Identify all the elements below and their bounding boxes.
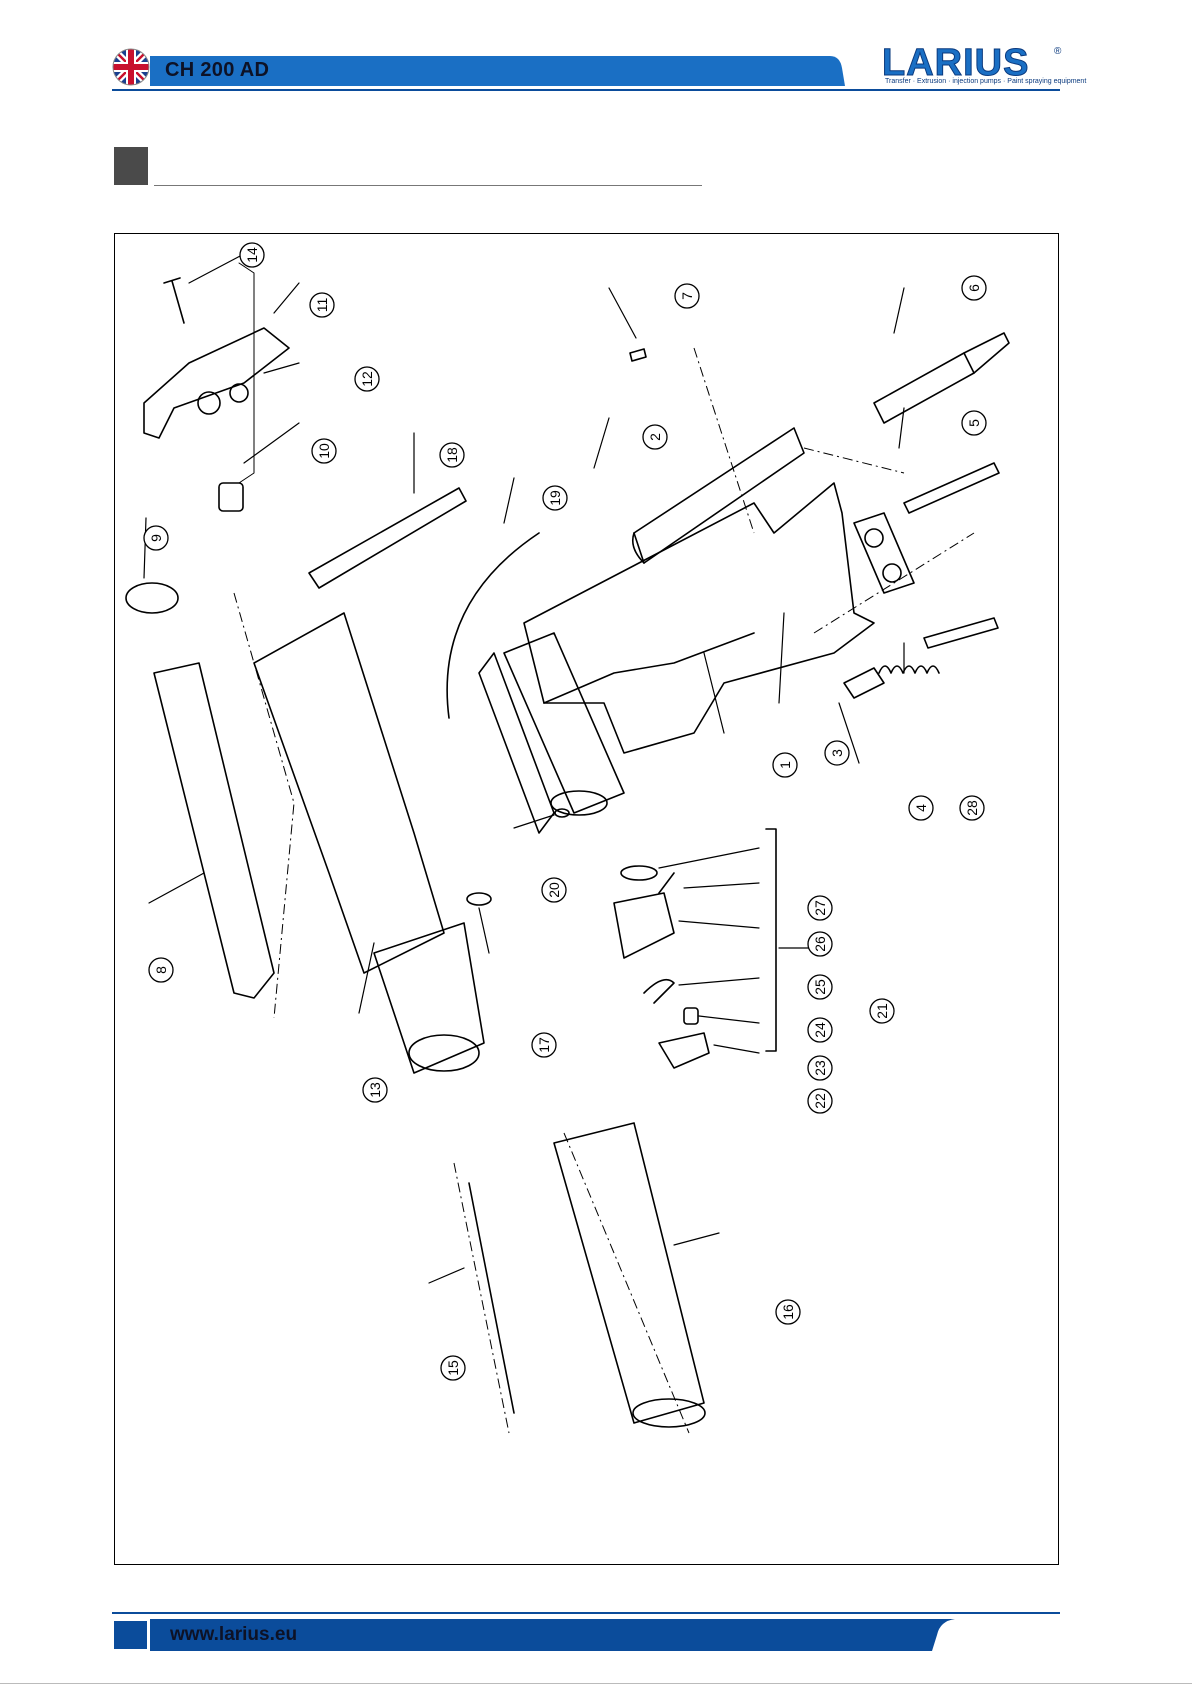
callout-number: 17	[536, 1037, 552, 1053]
part-27	[621, 866, 657, 880]
callout-number: 1	[777, 761, 793, 769]
part-oring-17	[467, 893, 491, 905]
callout-6: 6	[962, 276, 986, 300]
bracket-21	[766, 829, 776, 1051]
callout-11: 11	[310, 293, 334, 317]
part-cap	[126, 583, 178, 613]
part-tube-18	[309, 488, 466, 588]
callout-labels: 1234567891011121314151617181920212223242…	[144, 243, 986, 1380]
callout-number: 8	[153, 966, 169, 974]
registered-mark: ®	[1054, 46, 1062, 57]
callout-2: 2	[643, 425, 667, 449]
callout-number: 4	[913, 804, 929, 812]
callout-27: 27	[808, 896, 832, 920]
part-rod	[924, 618, 998, 648]
part-screw-7	[630, 349, 646, 361]
callout-number: 12	[359, 371, 375, 387]
section-marker	[114, 147, 148, 185]
part-needle-holder	[874, 353, 974, 423]
callout-15: 15	[441, 1356, 465, 1380]
callout-9: 9	[144, 526, 168, 550]
footer-website-link[interactable]: www.larius.eu	[170, 1624, 297, 1646]
callout-13: 13	[363, 1078, 387, 1102]
callout-23: 23	[808, 1056, 832, 1080]
callout-number: 5	[966, 419, 982, 427]
callout-25: 25	[808, 975, 832, 999]
callout-number: 7	[679, 292, 695, 300]
callout-number: 15	[445, 1360, 461, 1376]
callout-8: 8	[149, 958, 173, 982]
callout-number: 19	[547, 490, 563, 506]
callout-number: 28	[964, 800, 980, 816]
part-22	[659, 1033, 709, 1068]
part-26	[659, 873, 674, 893]
callout-18: 18	[440, 443, 464, 467]
callout-10: 10	[312, 439, 336, 463]
part-needle-15	[469, 1183, 514, 1413]
logo-tagline: Transfer · Extrusion · injection pumps ·…	[885, 78, 1086, 85]
part-connector	[844, 668, 884, 698]
callout-number: 6	[966, 284, 982, 292]
callout-number: 18	[444, 447, 460, 463]
part-cascade	[154, 663, 274, 998]
footer-rule	[112, 1612, 1060, 1614]
callout-17: 17	[532, 1033, 556, 1057]
callout-22: 22	[808, 1089, 832, 1113]
callout-26: 26	[808, 932, 832, 956]
part-24	[644, 980, 674, 1003]
part-nozzle-cover	[554, 1123, 704, 1423]
callout-number: 27	[812, 900, 828, 916]
footer-page-marker	[114, 1621, 147, 1649]
callout-number: 16	[780, 1304, 796, 1320]
part-25	[614, 893, 674, 958]
callout-24: 24	[808, 1018, 832, 1042]
part-bush	[219, 483, 243, 511]
exploded-view-drawing: 1234567891011121314151617181920212223242…	[114, 233, 1059, 1565]
part-screw-14	[164, 278, 184, 323]
callout-number: 11	[314, 298, 330, 313]
callout-number: 13	[367, 1082, 383, 1098]
callout-number: 20	[546, 882, 562, 898]
part-23	[684, 1008, 698, 1024]
uk-flag-icon	[112, 48, 150, 86]
callout-number: 10	[316, 443, 332, 459]
page-bottom-rule	[0, 1683, 1192, 1684]
part-gun-body	[524, 483, 874, 753]
document-model-title: CH 200 AD	[165, 59, 269, 82]
callout-14: 14	[240, 243, 264, 267]
callout-number: 23	[812, 1060, 828, 1076]
callout-20: 20	[542, 878, 566, 902]
callout-19: 19	[543, 486, 567, 510]
part-front-barrel	[254, 613, 444, 973]
callout-28: 28	[960, 796, 984, 820]
callout-21: 21	[870, 999, 894, 1023]
callout-number: 25	[812, 979, 828, 995]
callout-number: 9	[148, 534, 164, 542]
callout-4: 4	[909, 796, 933, 820]
part-plate	[854, 513, 914, 593]
callout-5: 5	[962, 411, 986, 435]
part-spring	[879, 666, 939, 673]
callout-7: 7	[675, 284, 699, 308]
callout-12: 12	[355, 367, 379, 391]
callout-1: 1	[773, 753, 797, 777]
callout-number: 2	[647, 433, 663, 441]
part-pin	[904, 463, 999, 513]
callout-16: 16	[776, 1300, 800, 1324]
callout-number: 14	[244, 247, 260, 263]
callout-number: 21	[874, 1003, 890, 1019]
section-title-underline	[154, 185, 702, 186]
part-bracket	[144, 328, 289, 438]
callout-number: 26	[812, 936, 828, 952]
callout-3: 3	[825, 741, 849, 765]
callout-number: 22	[812, 1093, 828, 1109]
callout-number: 3	[829, 749, 845, 757]
callout-number: 24	[812, 1022, 828, 1038]
